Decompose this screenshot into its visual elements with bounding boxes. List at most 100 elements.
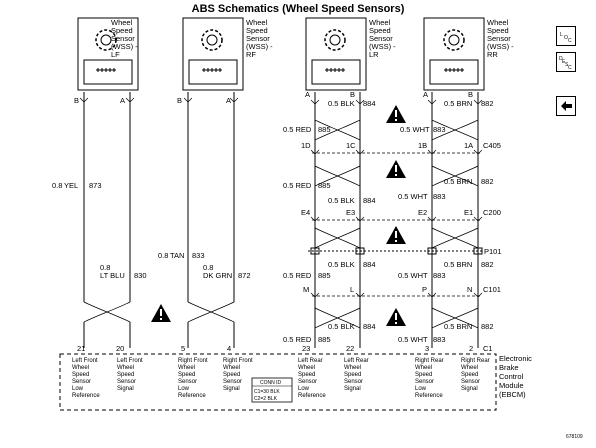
svg-text:Sensor: Sensor xyxy=(344,379,363,385)
ebcm-pin-desc-rf-sig: Right Front Wheel Speed Sensor Signal xyxy=(223,358,253,392)
gear-icon xyxy=(443,29,465,51)
rear-wire-circuit: 885 xyxy=(318,271,331,280)
ebcm-label-0: Electronic xyxy=(499,354,532,363)
svg-text:Signal: Signal xyxy=(117,386,134,392)
warning-icon xyxy=(386,160,406,178)
rear-wire-label: 0.5 BRN xyxy=(444,260,472,269)
ebcm-pin-desc-rr-low: Right Rear Wheel Speed Sensor Low Refere… xyxy=(415,358,444,399)
svg-text:Sensor: Sensor xyxy=(117,379,136,385)
svg-text:Sensor: Sensor xyxy=(72,379,91,385)
svg-text:Speed: Speed xyxy=(72,372,89,378)
gear-icon xyxy=(95,29,117,51)
ebcm-label-1: Brake xyxy=(499,363,519,372)
svg-text:Wheel: Wheel xyxy=(298,365,315,371)
ebcm-pin: 20 xyxy=(116,344,124,353)
footer-code: 678109 xyxy=(566,434,583,440)
sensor-rf-label-1: Speed xyxy=(246,26,268,35)
ebcm-pin: 4 xyxy=(227,344,231,353)
sensor-rr-label-4: RR xyxy=(487,50,498,59)
c200-pin: E1 xyxy=(464,208,473,217)
sensor-lr-label-3: (WSS) - xyxy=(369,42,396,51)
svg-text:Wheel: Wheel xyxy=(223,365,240,371)
svg-text:Wheel: Wheel xyxy=(117,365,134,371)
p101-name: P101 xyxy=(484,247,502,256)
c101-pin: L xyxy=(350,285,354,294)
rear-wire-label: 0.5 BLK xyxy=(328,260,355,269)
svg-text:C: C xyxy=(568,38,572,44)
c200-pin: E3 xyxy=(346,208,355,217)
ebcm-pin: 2 xyxy=(469,344,473,353)
ebcm-pin: 3 xyxy=(425,344,429,353)
svg-text:Sensor: Sensor xyxy=(298,379,317,385)
svg-text:Sensor: Sensor xyxy=(223,379,242,385)
sensor-lr: Wheel Speed Sensor (WSS) - LR xyxy=(305,17,396,91)
svg-text:Wheel: Wheel xyxy=(72,365,89,371)
ebcm-pin-desc-lr-sig: Left Rear Wheel Speed Sensor Signal xyxy=(344,358,369,392)
warning-icon xyxy=(386,105,406,123)
wire-830-circuit: 830 xyxy=(134,271,147,280)
svg-text:Wheel: Wheel xyxy=(344,365,361,371)
ebcm-pin-desc-lf-low: Left Front Wheel Speed Sensor Low Refere… xyxy=(72,358,100,399)
svg-text:Left Front: Left Front xyxy=(117,358,143,364)
sensor-rr: Wheel Speed Sensor (WSS) - RR xyxy=(423,17,514,91)
rear-wire-circuit: 883 xyxy=(433,192,446,201)
svg-text:C1=30 BLK: C1=30 BLK xyxy=(254,389,280,395)
svg-text:Reference: Reference xyxy=(415,393,443,399)
sensor-rr-label-2: Sensor xyxy=(487,34,511,43)
svg-text:Speed: Speed xyxy=(178,372,195,378)
ebcm-pin-desc-rf-low: Right Front Wheel Speed Sensor Low Refer… xyxy=(178,358,208,399)
svg-text:E: E xyxy=(562,59,566,65)
rear-wire-circuit: 885 xyxy=(318,335,331,344)
svg-text:Speed: Speed xyxy=(344,372,361,378)
sensor-lf: Wheel Speed Sensor (WSS) - LF xyxy=(77,17,139,91)
svg-text:Speed: Speed xyxy=(223,372,240,378)
svg-text:Speed: Speed xyxy=(117,372,134,378)
svg-text:Right Front: Right Front xyxy=(223,358,253,364)
svg-text:Left Front: Left Front xyxy=(72,358,98,364)
wire-872-circuit: 872 xyxy=(238,271,251,280)
sensor-rf-label-2: Sensor xyxy=(246,34,270,43)
svg-text:Signal: Signal xyxy=(344,386,361,392)
c405-pin: 1C xyxy=(346,141,356,150)
rear-wire-label: 0.5 BRN xyxy=(444,99,472,108)
svg-text:Reference: Reference xyxy=(298,393,326,399)
svg-text:Sensor: Sensor xyxy=(461,379,480,385)
sensor-lr-label-0: Wheel xyxy=(369,18,391,27)
wire-872-size: 0.8 xyxy=(203,263,213,272)
sensor-lf-label-3: (WSS) - xyxy=(111,42,138,51)
svg-text:Speed: Speed xyxy=(298,372,315,378)
c101-pin: P xyxy=(422,285,427,294)
svg-text:Reference: Reference xyxy=(178,393,206,399)
rear-wire-label: 0.5 WHT xyxy=(400,125,430,134)
wire-873-circuit: 873 xyxy=(89,181,102,190)
ebcm-pin-desc-rr-sig: Right Rear Wheel Speed Sensor Signal xyxy=(461,358,490,392)
rear-wire-circuit: 882 xyxy=(481,99,494,108)
ebcm-label-4: (EBCM) xyxy=(499,390,526,399)
pin-rr-b: B xyxy=(468,90,473,99)
warning-icon xyxy=(386,308,406,326)
sensor-lr-label-2: Sensor xyxy=(369,34,393,43)
rear-wire-label: 0.5 WHT xyxy=(398,335,428,344)
back-button[interactable] xyxy=(556,96,576,116)
svg-text:Right Rear: Right Rear xyxy=(415,358,444,364)
sensor-rf-label-3: (WSS) - xyxy=(246,42,273,51)
c200-pin: E4 xyxy=(301,208,310,217)
sensor-rr-label-3: (WSS) - xyxy=(487,42,514,51)
svg-text:Low: Low xyxy=(415,386,427,392)
c200-pin: E2 xyxy=(418,208,427,217)
ebcm-pin-desc-lr-low: Left Rear Wheel Speed Sensor Low Referen… xyxy=(298,358,326,399)
pin-rf-b: B xyxy=(177,96,182,105)
rear-wire-circuit: 883 xyxy=(433,271,446,280)
pin-rr-a: A xyxy=(423,90,428,99)
conn-id-box: CONN ID C1=30 BLK C2=2 BLK xyxy=(251,377,293,403)
rear-wire-circuit: 884 xyxy=(363,99,376,108)
rear-wire-circuit: 885 xyxy=(318,181,331,190)
sensor-rf: Wheel Speed Sensor (WSS) - RF xyxy=(182,17,273,91)
svg-text:C: C xyxy=(568,65,572,71)
svg-text:S: S xyxy=(565,62,569,68)
page-title: ABS Schematics (Wheel Speed Sensors) xyxy=(191,3,405,15)
svg-text:Low: Low xyxy=(72,386,84,392)
